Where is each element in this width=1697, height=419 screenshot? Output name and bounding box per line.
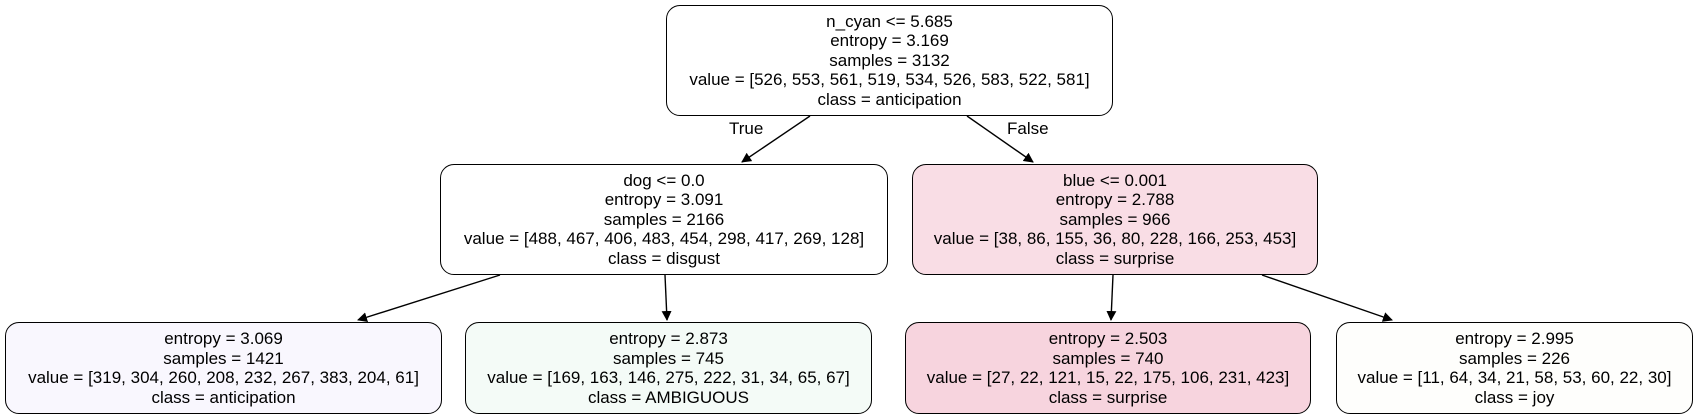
node-entropy: entropy = 3.069 — [164, 329, 283, 348]
node-class: class = disgust — [608, 248, 720, 268]
node-entropy: entropy = 3.091 — [604, 190, 724, 210]
node-value: value = [27, 22, 121, 15, 22, 175, 106, … — [926, 368, 1290, 387]
tree-node-right: blue <= 0.001 entropy = 2.788 samples = … — [912, 164, 1318, 275]
node-class: class = surprise — [1048, 387, 1168, 407]
node-class: class = AMBIGUOUS — [587, 387, 750, 407]
node-class: class = surprise — [1055, 248, 1175, 268]
node-class: class = joy — [1474, 387, 1555, 407]
node-split: n_cyan <= 5.685 — [826, 11, 953, 31]
node-entropy: entropy = 3.169 — [830, 31, 949, 51]
tree-node-root: n_cyan <= 5.685 entropy = 3.169 samples … — [666, 5, 1113, 116]
edge-right-rl — [1106, 274, 1117, 321]
tree-node-left: dog <= 0.0 entropy = 3.091 samples = 216… — [440, 164, 888, 275]
node-samples: samples = 3132 — [829, 50, 950, 70]
node-split: dog <= 0.0 — [623, 170, 705, 190]
node-class: class = anticipation — [151, 387, 296, 407]
node-class: class = anticipation — [817, 89, 962, 109]
tree-leaf-rr: entropy = 2.995 samples = 226 value = [1… — [1336, 322, 1693, 414]
node-entropy: entropy = 2.995 — [1455, 329, 1574, 348]
node-samples: samples = 226 — [1458, 348, 1571, 368]
node-value: value = [319, 304, 260, 208, 232, 267, 3… — [28, 368, 419, 387]
edge-left-lr — [661, 274, 672, 321]
node-samples: samples = 966 — [1059, 209, 1171, 229]
node-value: value = [488, 467, 406, 483, 454, 298, 4… — [463, 229, 865, 249]
node-samples: samples = 745 — [612, 348, 725, 368]
node-entropy: entropy = 2.788 — [1055, 190, 1175, 210]
edge-root-left — [741, 115, 811, 163]
edge-right-rr — [1261, 274, 1393, 322]
edge-root-right — [966, 115, 1034, 163]
node-value: value = [169, 163, 146, 275, 222, 31, 34… — [487, 368, 850, 387]
edge-left-ll — [357, 274, 501, 323]
node-samples: samples = 1421 — [163, 348, 284, 368]
tree-leaf-rl: entropy = 2.503 samples = 740 value = [2… — [905, 322, 1311, 414]
node-value: value = [38, 86, 155, 36, 80, 228, 166, … — [933, 229, 1297, 249]
node-value: value = [11, 64, 34, 21, 58, 53, 60, 22,… — [1357, 368, 1672, 387]
node-split: blue <= 0.001 — [1063, 170, 1167, 190]
tree-leaf-lr: entropy = 2.873 samples = 745 value = [1… — [465, 322, 872, 414]
node-entropy: entropy = 2.503 — [1048, 329, 1168, 348]
node-samples: samples = 740 — [1052, 348, 1164, 368]
tree-leaf-ll: entropy = 3.069 samples = 1421 value = [… — [5, 322, 442, 414]
edge-label-false: False — [1007, 119, 1049, 138]
node-entropy: entropy = 2.873 — [609, 329, 728, 348]
node-value: value = [526, 553, 561, 519, 534, 526, 5… — [689, 70, 1090, 90]
edge-label-true: True — [729, 119, 764, 138]
node-samples: samples = 2166 — [603, 209, 725, 229]
